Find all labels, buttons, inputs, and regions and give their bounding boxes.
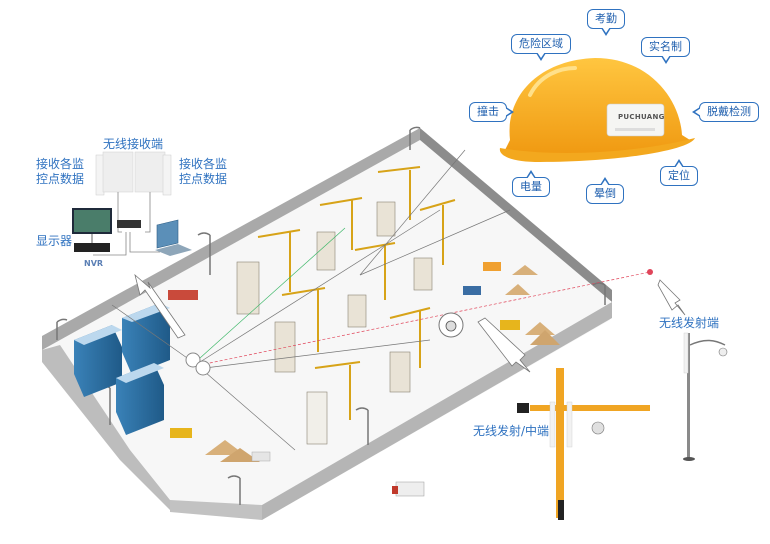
receiver-title: 无线接收端 bbox=[103, 137, 164, 151]
feature-real-name: 实名制 bbox=[641, 37, 690, 64]
helmet-brand: PUCHUANG bbox=[618, 113, 665, 121]
laptop bbox=[155, 219, 192, 256]
feature-location: 定位 bbox=[660, 159, 698, 186]
feature-removal-detect: 脱戴检测 bbox=[692, 102, 759, 122]
office-buildings bbox=[74, 303, 170, 435]
towers-under-construction bbox=[236, 201, 433, 445]
receiver-antennas bbox=[93, 151, 172, 256]
feature-impact: 撞击 bbox=[469, 102, 514, 122]
receiver-right-caption-1: 接收各监 bbox=[179, 157, 228, 171]
receiver-left-caption-2: 控点数据 bbox=[36, 172, 85, 186]
tower-cranes bbox=[257, 166, 456, 420]
site-ground bbox=[42, 128, 612, 520]
crane-transmitter bbox=[517, 368, 650, 520]
feature-danger-zone: 危险区域 bbox=[511, 34, 571, 61]
feature-battery: 电量 bbox=[512, 170, 550, 197]
nvr-box bbox=[74, 243, 110, 252]
network-switch bbox=[117, 220, 141, 228]
camera-callout bbox=[438, 312, 464, 338]
pole-transmitter-label: 无线发射端 bbox=[659, 316, 720, 330]
nvr-label: NVR bbox=[84, 259, 104, 268]
feature-attendance: 考勤 bbox=[587, 9, 625, 36]
smart-helmet bbox=[499, 58, 695, 162]
display-label: 显示器 bbox=[36, 234, 73, 248]
pole-transmitter bbox=[683, 332, 728, 461]
central-hub bbox=[185, 269, 653, 376]
feature-faint: 晕倒 bbox=[586, 177, 624, 204]
signal-lines bbox=[111, 149, 651, 451]
signal-arrows bbox=[134, 273, 686, 373]
machinery bbox=[168, 262, 560, 497]
receiver-left-caption-1: 接收各监 bbox=[36, 157, 85, 171]
monitor bbox=[72, 208, 112, 243]
crane-transmitter-label: 无线发射/中端 bbox=[473, 424, 550, 438]
receiver-right-caption-2: 控点数据 bbox=[179, 172, 228, 186]
